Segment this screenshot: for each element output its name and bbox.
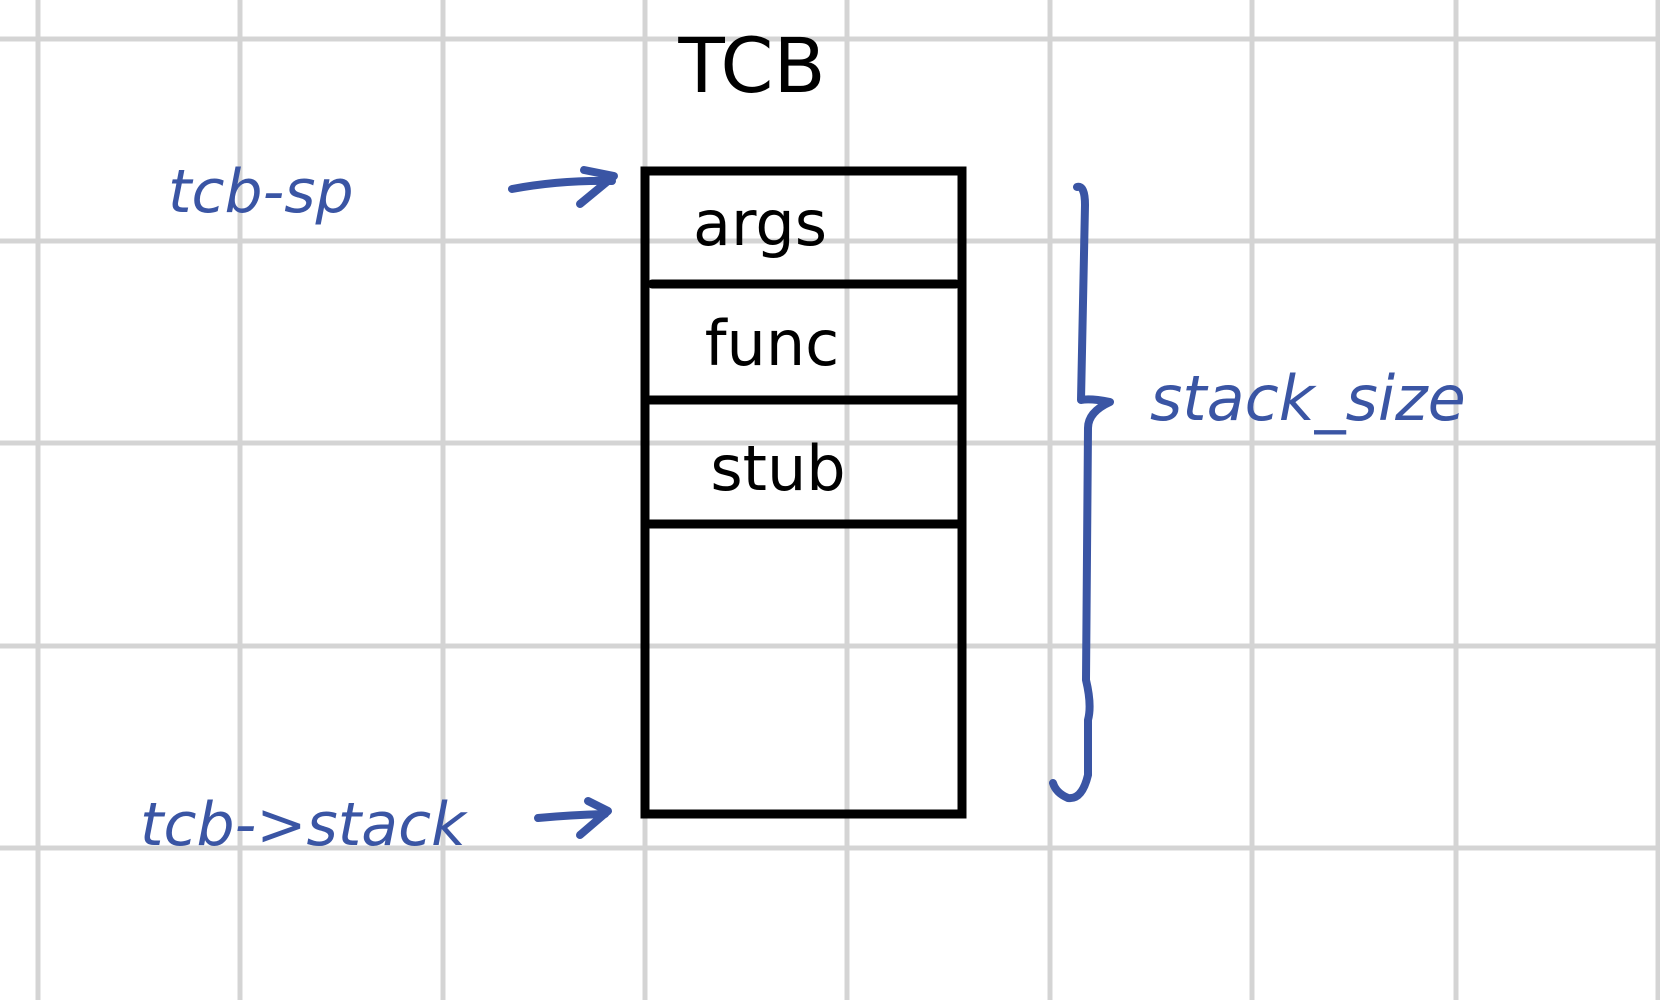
brace-icon — [1049, 182, 1114, 803]
stack-cell-args: args — [693, 187, 827, 260]
diagram-title: TCB — [677, 21, 825, 110]
stack-cell-func: func — [705, 307, 840, 380]
arrow-icon — [508, 166, 618, 208]
stack-cell-stub: stub — [710, 432, 845, 505]
label-tcb-stack: tcb->stack — [140, 790, 468, 860]
arrow-icon — [534, 797, 612, 839]
stack-outline — [640, 166, 967, 819]
stack-box — [640, 166, 967, 819]
label-tcb-sp: tcb-sp — [168, 157, 354, 227]
label-stack-size: stack_size — [1150, 362, 1466, 435]
